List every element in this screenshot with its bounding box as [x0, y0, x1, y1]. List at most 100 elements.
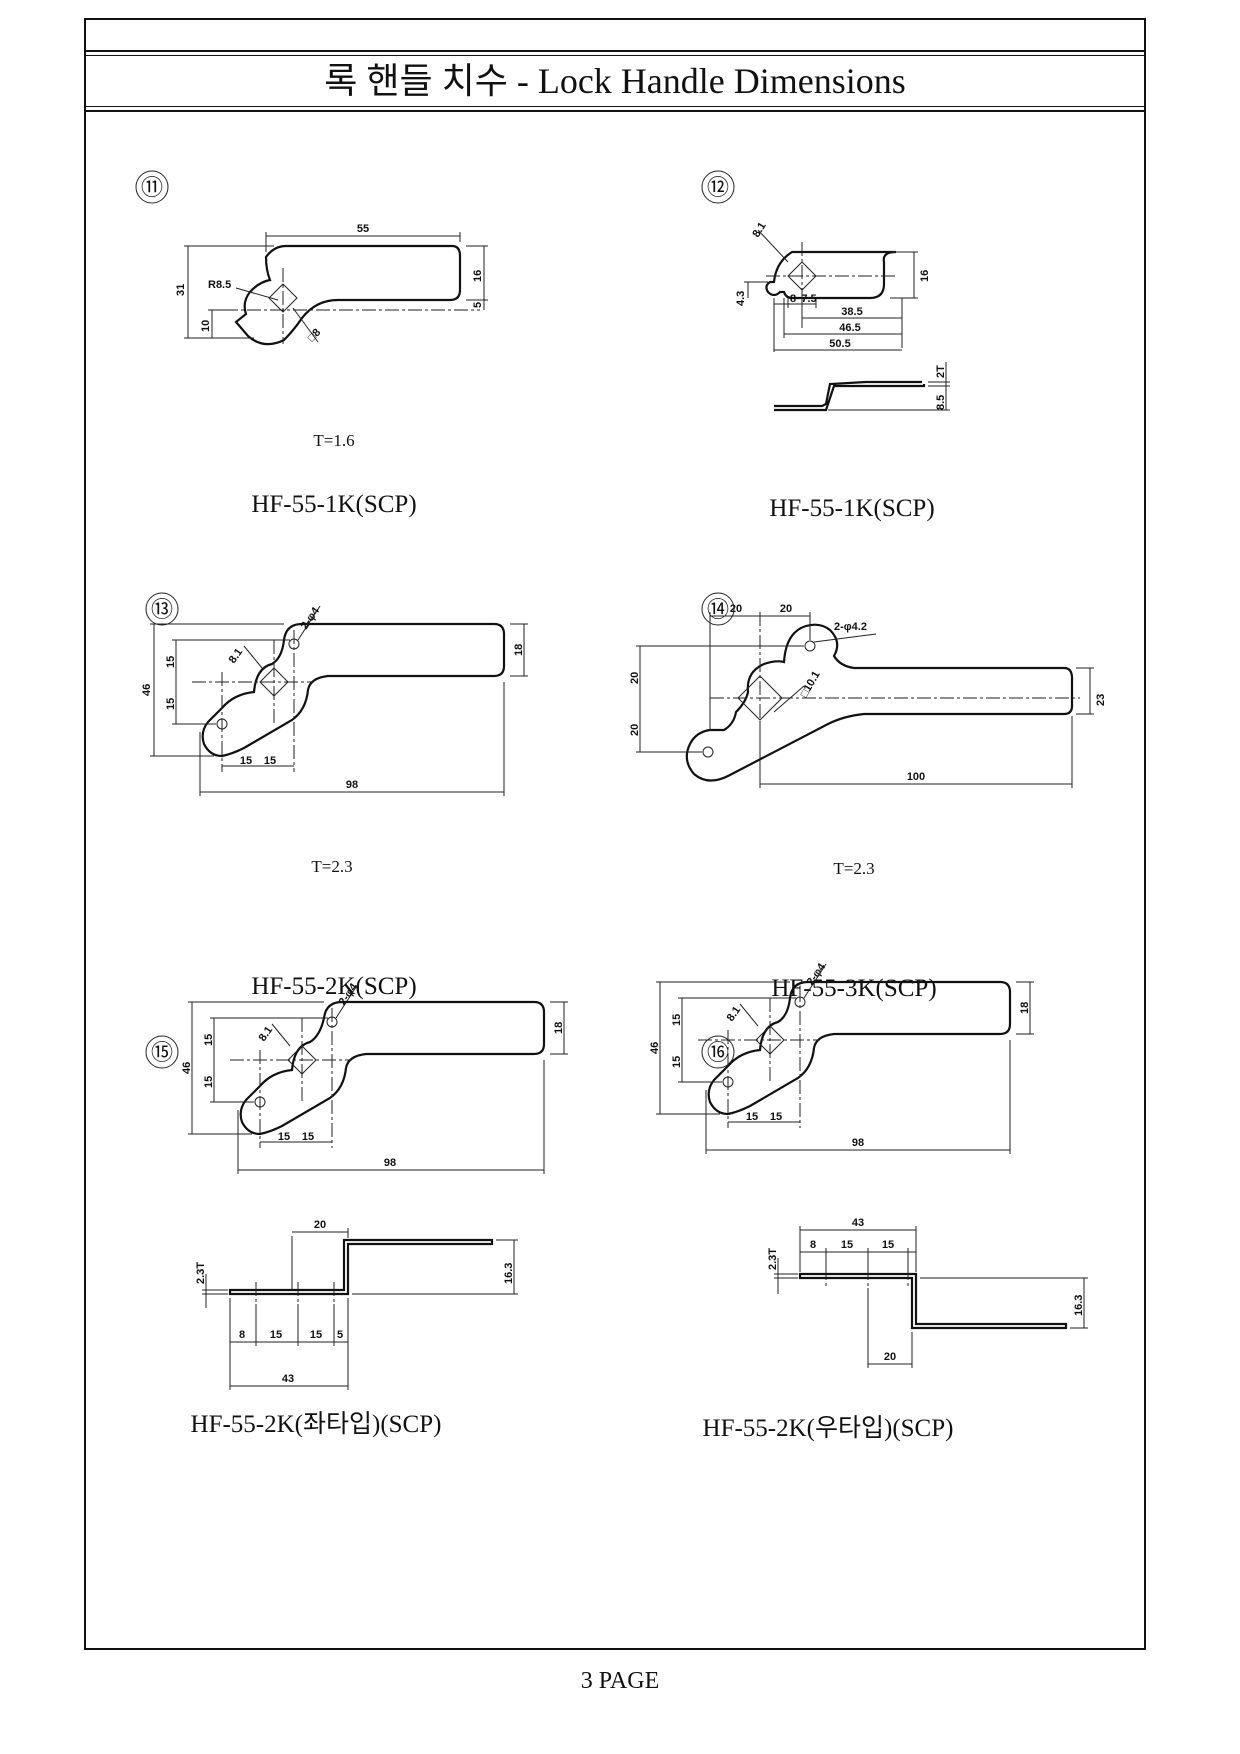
drawing-sheet: ⑪ 55 31 10 R8.5 16 5 □8 T=1.6 HF-55-1K(S… — [135, 170, 1107, 1442]
svg-text:98: 98 — [346, 779, 358, 791]
part-outline — [234, 244, 462, 346]
svg-text:18: 18 — [513, 644, 525, 656]
page-footer: 3 PAGE — [580, 1668, 660, 1694]
svg-text:□10.1: □10.1 — [798, 669, 822, 699]
svg-text:5: 5 — [472, 302, 484, 308]
model-label: HF-55-2K(SCP) — [251, 973, 416, 1000]
svg-text:20: 20 — [629, 724, 641, 736]
svg-text:20: 20 — [730, 603, 742, 615]
svg-text:31: 31 — [175, 284, 187, 296]
item-number-circle — [701, 170, 735, 204]
svg-text:43: 43 — [852, 1217, 864, 1229]
item-number-circle — [145, 1035, 179, 1069]
svg-text:15: 15 — [203, 1076, 215, 1088]
svg-text:43: 43 — [282, 1373, 294, 1385]
part-16: ⑯ 2-φ4 8.1 18 46 15 15 15 15 98 — [649, 961, 1088, 1442]
part-11: ⑪ 55 31 10 R8.5 16 5 □8 T=1.6 HF-55-1K(S… — [135, 170, 488, 518]
svg-text:5: 5 — [337, 1329, 343, 1341]
item-number: ⑪ — [141, 175, 163, 200]
svg-text:46: 46 — [181, 1062, 193, 1074]
item-number: ⑯ — [707, 1040, 729, 1065]
svg-text:16.3: 16.3 — [503, 1263, 515, 1284]
model-label: HF-55-2K(좌타입)(SCP) — [191, 1410, 442, 1438]
svg-text:15: 15 — [671, 1014, 683, 1026]
item-number: ⑬ — [151, 597, 173, 622]
side-profile — [228, 1238, 494, 1296]
svg-text:15: 15 — [278, 1131, 290, 1143]
svg-text:8.1: 8.1 — [257, 1024, 276, 1043]
svg-text:15: 15 — [770, 1111, 782, 1123]
svg-text:T=2.3: T=2.3 — [311, 857, 352, 876]
part-13: ⑬ 2-φ4 8.1 18 46 15 15 15 15 98 T=2.3 HF… — [141, 592, 528, 1000]
svg-text:15: 15 — [671, 1056, 683, 1068]
hole — [702, 746, 714, 758]
svg-text:2T: 2T — [935, 365, 947, 378]
svg-text:20: 20 — [314, 1219, 326, 1231]
svg-text:46.5: 46.5 — [839, 322, 860, 334]
svg-text:8: 8 — [239, 1329, 245, 1341]
part-14: ⑭ 20 20 2-φ4.2 □10.1 23 20 20 100 T=2.3 … — [629, 592, 1107, 1002]
svg-text:4.3: 4.3 — [735, 291, 747, 306]
svg-text:55: 55 — [357, 223, 369, 235]
item-number-circle — [135, 170, 169, 204]
svg-text:2-φ4.2: 2-φ4.2 — [834, 621, 867, 633]
hole — [804, 640, 816, 652]
svg-text:16: 16 — [472, 270, 484, 282]
item-number-circle — [145, 592, 179, 626]
svg-text:98: 98 — [384, 1157, 396, 1169]
item-number-circle — [701, 592, 735, 626]
svg-text:15: 15 — [165, 698, 177, 710]
svg-text:2-φ4: 2-φ4 — [299, 605, 323, 632]
item-number: ⑮ — [151, 1040, 173, 1065]
part-outline — [685, 623, 1074, 782]
svg-text:15: 15 — [310, 1329, 322, 1341]
svg-text:15: 15 — [270, 1329, 282, 1341]
svg-text:18: 18 — [1019, 1002, 1031, 1014]
model-label: HF-55-1K(SCP) — [769, 495, 934, 522]
svg-text:15: 15 — [165, 656, 177, 668]
square-hole — [737, 675, 783, 721]
svg-text:15: 15 — [240, 755, 252, 767]
part-outline — [239, 1000, 546, 1136]
square-hole — [268, 283, 298, 313]
svg-text:16: 16 — [919, 270, 931, 282]
svg-text:8.1: 8.1 — [750, 220, 768, 239]
part-outline — [765, 250, 897, 300]
svg-text:50.5: 50.5 — [829, 338, 850, 350]
svg-text:46: 46 — [141, 684, 153, 696]
svg-text:23: 23 — [1095, 694, 1107, 706]
item-number-circle — [701, 1035, 735, 1069]
part-12: ⑫ 8.1 16 4.3 8 7.5 38.5 46.5 50.5 — [701, 170, 950, 522]
model-label: HF-55-3K(SCP) — [771, 975, 936, 1002]
svg-text:8.5: 8.5 — [935, 395, 947, 410]
side-profile — [774, 380, 926, 412]
svg-text:15: 15 — [302, 1131, 314, 1143]
svg-text:38.5: 38.5 — [841, 306, 862, 318]
page-title: 록 핸들 치수 - Lock Handle Dimensions — [324, 61, 906, 101]
part-outline — [707, 980, 1012, 1116]
svg-text:15: 15 — [264, 755, 276, 767]
item-number: ⑫ — [707, 175, 729, 200]
svg-text:7.5: 7.5 — [801, 293, 816, 305]
svg-text:8.1: 8.1 — [725, 1004, 744, 1023]
svg-text:T=2.3: T=2.3 — [833, 859, 874, 878]
svg-text:15: 15 — [841, 1239, 853, 1251]
svg-text:8: 8 — [790, 293, 796, 305]
drawing-frame — [84, 18, 1146, 1650]
svg-text:100: 100 — [907, 771, 925, 783]
svg-text:15: 15 — [203, 1034, 215, 1046]
svg-text:98: 98 — [852, 1137, 864, 1149]
svg-text:16.3: 16.3 — [1073, 1295, 1085, 1316]
svg-text:20: 20 — [780, 603, 792, 615]
svg-text:20: 20 — [629, 672, 641, 684]
title-band — [84, 50, 1146, 112]
svg-text:2.3T: 2.3T — [195, 1262, 207, 1284]
svg-text:15: 15 — [882, 1239, 894, 1251]
svg-text:15: 15 — [746, 1111, 758, 1123]
svg-text:T=1.6: T=1.6 — [313, 431, 354, 450]
svg-text:8.1: 8.1 — [227, 646, 246, 665]
svg-text:R8.5: R8.5 — [208, 279, 231, 291]
svg-text:18: 18 — [553, 1022, 565, 1034]
part-15: ⑮ 2-φ4 8.1 18 46 15 15 15 15 98 — [145, 981, 568, 1438]
svg-text:20: 20 — [884, 1351, 896, 1363]
